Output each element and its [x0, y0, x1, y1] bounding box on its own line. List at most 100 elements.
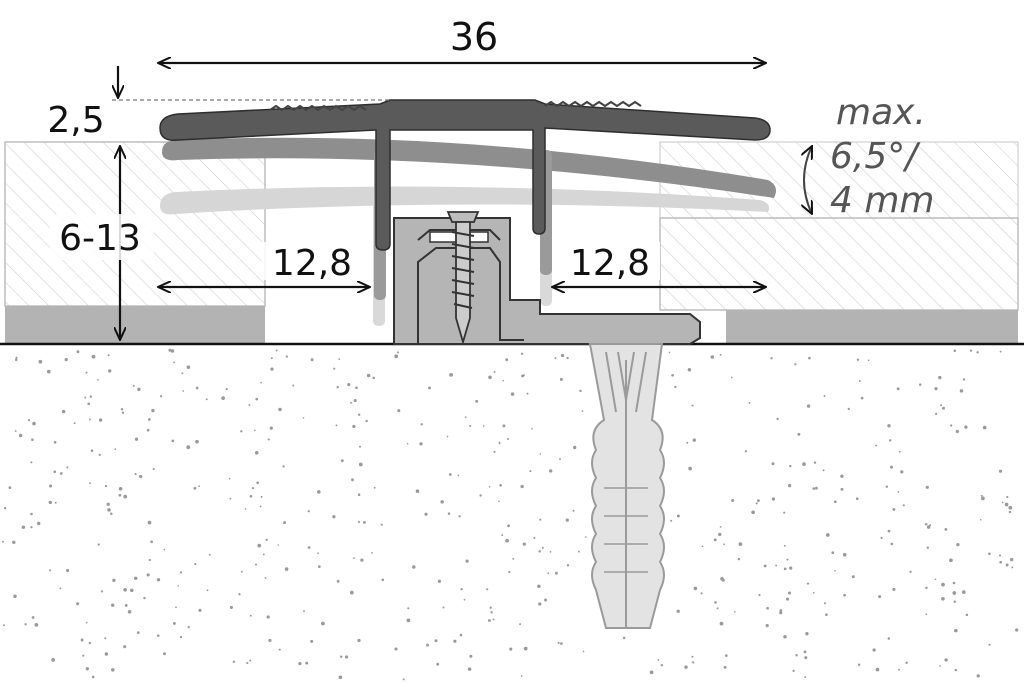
speckle [955, 429, 959, 434]
speckle [357, 638, 361, 643]
speckle [412, 565, 416, 569]
speckle [493, 450, 496, 453]
speckle [270, 367, 274, 371]
speckle [80, 638, 84, 642]
speckle [823, 602, 826, 605]
speckle [688, 466, 692, 471]
angle-tolerance-note: max. 6,5°/ 4 mm [804, 92, 934, 221]
speckle [228, 477, 231, 480]
speckle [649, 670, 654, 675]
speckle [953, 600, 956, 604]
speckle [487, 619, 491, 622]
speckle [366, 373, 371, 378]
speckle [701, 545, 704, 548]
speckle [577, 550, 580, 553]
speckle [1011, 566, 1014, 569]
speckle [134, 437, 139, 441]
speckle [962, 378, 966, 381]
speckle [572, 509, 575, 512]
speckle [260, 495, 263, 498]
speckle [266, 615, 270, 619]
speckle [469, 424, 472, 427]
speckle [980, 494, 983, 497]
speckle [479, 494, 482, 497]
speckle [257, 543, 262, 548]
speckle [813, 461, 817, 464]
speckle [786, 558, 789, 561]
speckle [944, 658, 948, 662]
speckle [566, 356, 569, 360]
speckle [787, 483, 792, 488]
speckle [965, 613, 969, 617]
speckle [1004, 502, 1009, 507]
speckle [783, 635, 787, 639]
speckle [317, 552, 319, 554]
speckle [789, 566, 793, 570]
speckle [85, 667, 89, 671]
speckle [48, 500, 53, 505]
width-label: 36 [450, 15, 498, 59]
speckle [146, 573, 150, 577]
speckle [467, 667, 472, 671]
speckle [533, 536, 536, 539]
speckle [249, 659, 252, 662]
concrete-speckles [2, 348, 1019, 681]
speckle [808, 356, 811, 360]
speckle [953, 349, 957, 353]
speckle [579, 389, 582, 393]
speckle [684, 665, 688, 669]
speckle [244, 508, 247, 510]
speckle [171, 439, 175, 443]
speckle [420, 423, 423, 426]
speckle [447, 512, 451, 515]
speckle [179, 635, 183, 639]
speckle [372, 376, 376, 380]
speckle [559, 377, 563, 381]
speckle [840, 487, 844, 491]
speckle [489, 606, 492, 609]
speckle [939, 665, 941, 667]
speckle [1006, 496, 1009, 499]
speckle [156, 634, 160, 637]
speckle [692, 661, 695, 664]
speckle [748, 401, 751, 404]
speckle [84, 396, 87, 399]
speckle [2, 624, 5, 627]
speckle [902, 504, 905, 507]
speckle [260, 381, 262, 384]
speckle [254, 563, 258, 566]
speckle [499, 483, 502, 487]
speckle [298, 661, 302, 666]
speckle [488, 375, 492, 380]
speckle [508, 570, 511, 574]
speckle [248, 403, 251, 406]
speckle [118, 487, 123, 491]
dimension-right-leg: 12,8 [552, 242, 766, 287]
speckle [961, 590, 966, 594]
speckle [397, 409, 401, 413]
thickness-label: 2,5 [47, 100, 104, 141]
speckle [934, 578, 937, 581]
speckle [938, 375, 942, 380]
speckle [940, 404, 943, 407]
speckle [229, 605, 233, 609]
speckle [106, 502, 110, 506]
speckle [104, 484, 108, 488]
speckle [538, 550, 541, 553]
speckle [305, 661, 309, 665]
speckle [424, 512, 428, 516]
speckle [85, 371, 88, 374]
speckle [264, 576, 267, 579]
speckle [475, 399, 479, 403]
speckle [867, 359, 870, 362]
speckle [716, 607, 719, 610]
speckle [282, 465, 285, 468]
speckle [691, 404, 694, 407]
speckle [501, 534, 504, 537]
speckle [566, 564, 570, 567]
speckle [806, 582, 810, 585]
speckle [394, 354, 399, 359]
speckle [358, 413, 361, 416]
speckle [998, 469, 1003, 473]
